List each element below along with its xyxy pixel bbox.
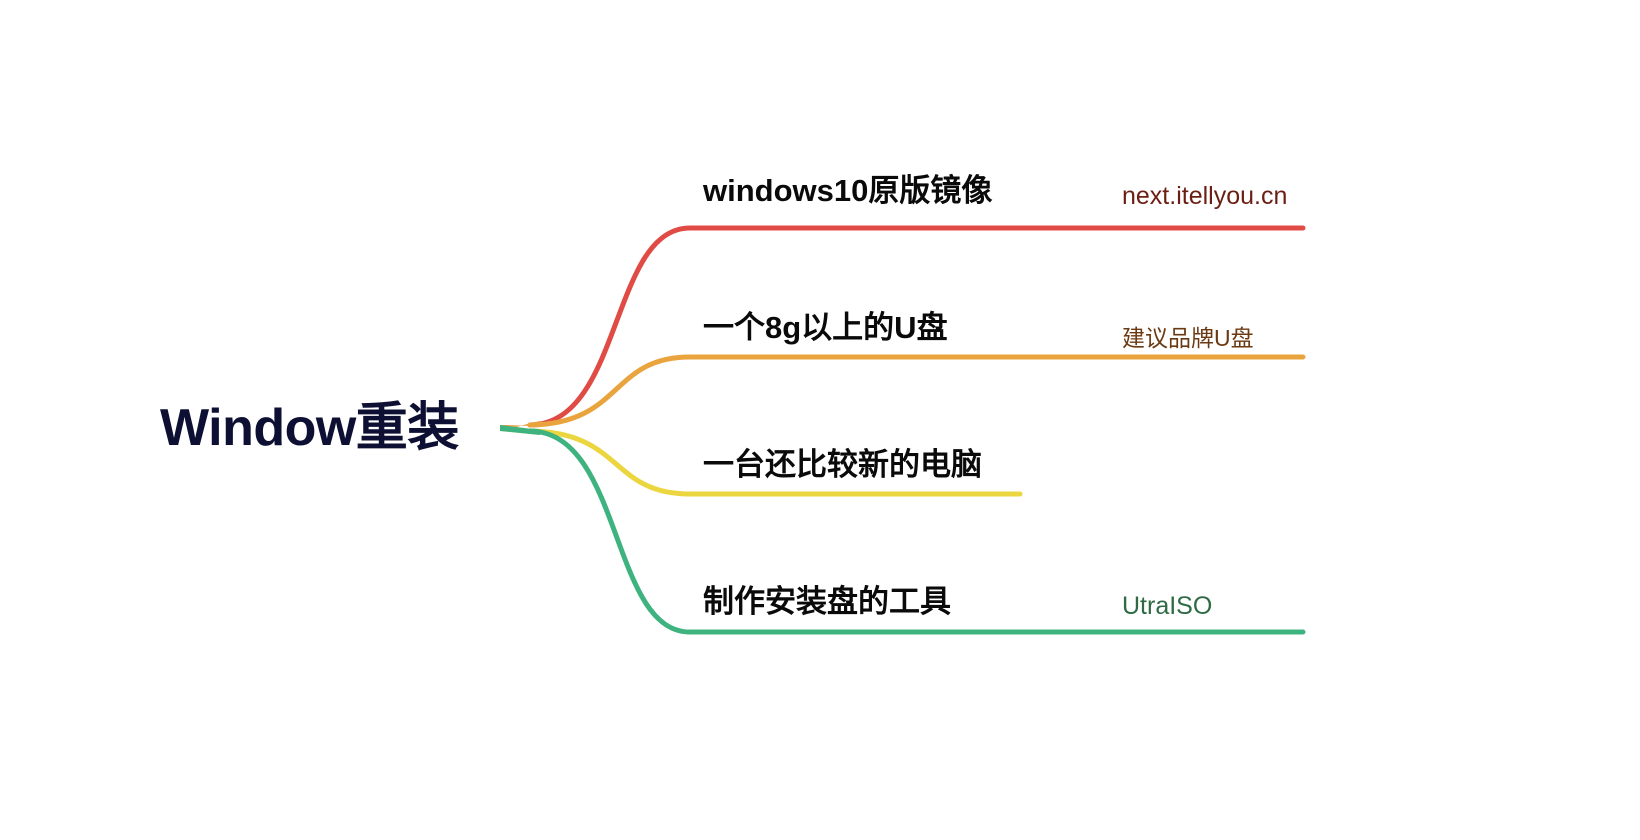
branch-usb-drive-topic-label[interactable]: 一个8g以上的U盘	[703, 310, 948, 345]
root-node-label[interactable]: Window重装	[160, 399, 459, 457]
branch-usb-drive-stub	[500, 421, 540, 431]
branch-computer-stub	[500, 425, 540, 435]
branch-usb-drive-sub-label[interactable]: 建议品牌U盘	[1122, 325, 1254, 351]
branch-usb-drive-connector	[527, 354, 1306, 428]
branch-windows-image-topic-label[interactable]: windows10原版镜像	[703, 173, 993, 208]
branch-windows-image-stub	[500, 421, 540, 431]
branch-computer-topic-label[interactable]: 一台还比较新的电脑	[703, 447, 982, 482]
branch-tool-sub-label[interactable]: UtraISO	[1122, 592, 1213, 620]
branch-windows-image-sub-label[interactable]: next.itellyou.cn	[1122, 182, 1288, 210]
branch-tool-stub	[500, 425, 540, 435]
branch-tool-topic-label[interactable]: 制作安装盘的工具	[703, 584, 951, 619]
